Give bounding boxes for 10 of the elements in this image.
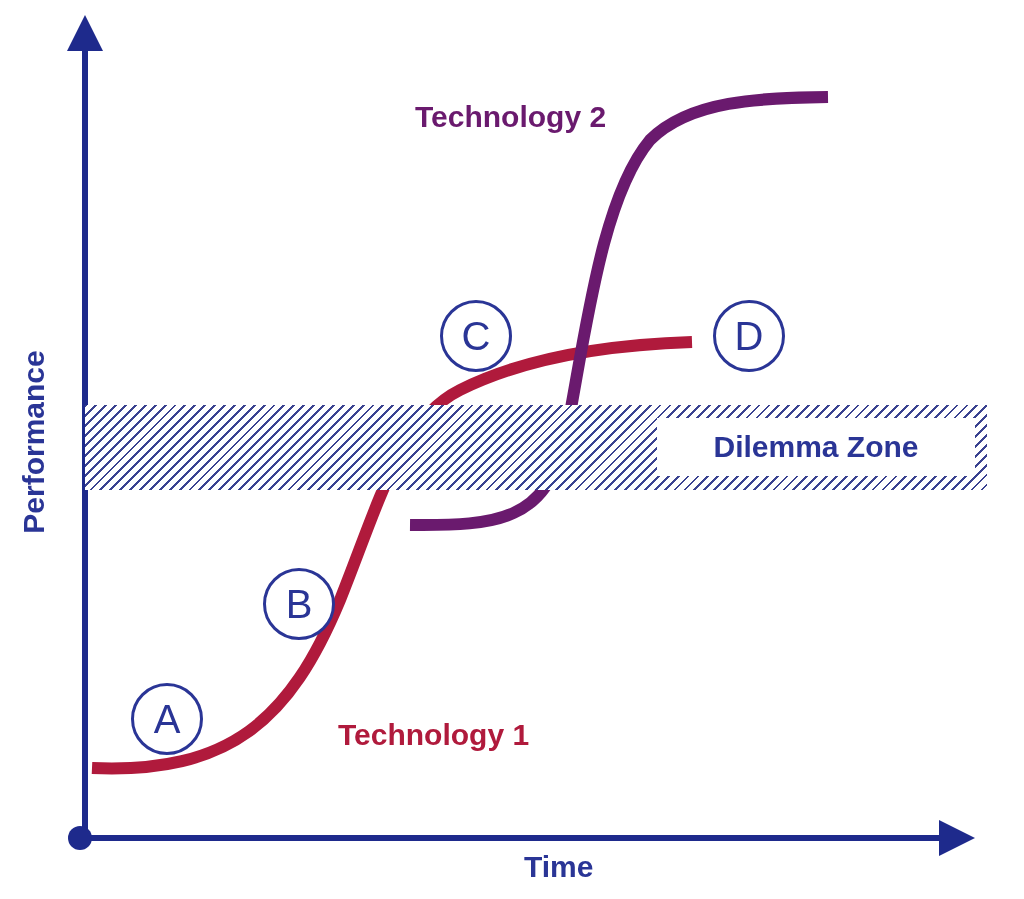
lettered-circle: C [440,300,512,372]
lettered-circle: A [131,683,203,755]
axis-title: Performance [16,350,51,534]
axis-title: Time [524,850,594,884]
curve-label: Technology 1 [338,718,530,752]
hatched-band [85,405,987,490]
lettered-circle: D [713,300,785,372]
curve-label: Technology 2 [415,100,607,134]
lettered-circle: B [263,568,335,640]
zone-label: Dilemma Zone [657,418,975,476]
